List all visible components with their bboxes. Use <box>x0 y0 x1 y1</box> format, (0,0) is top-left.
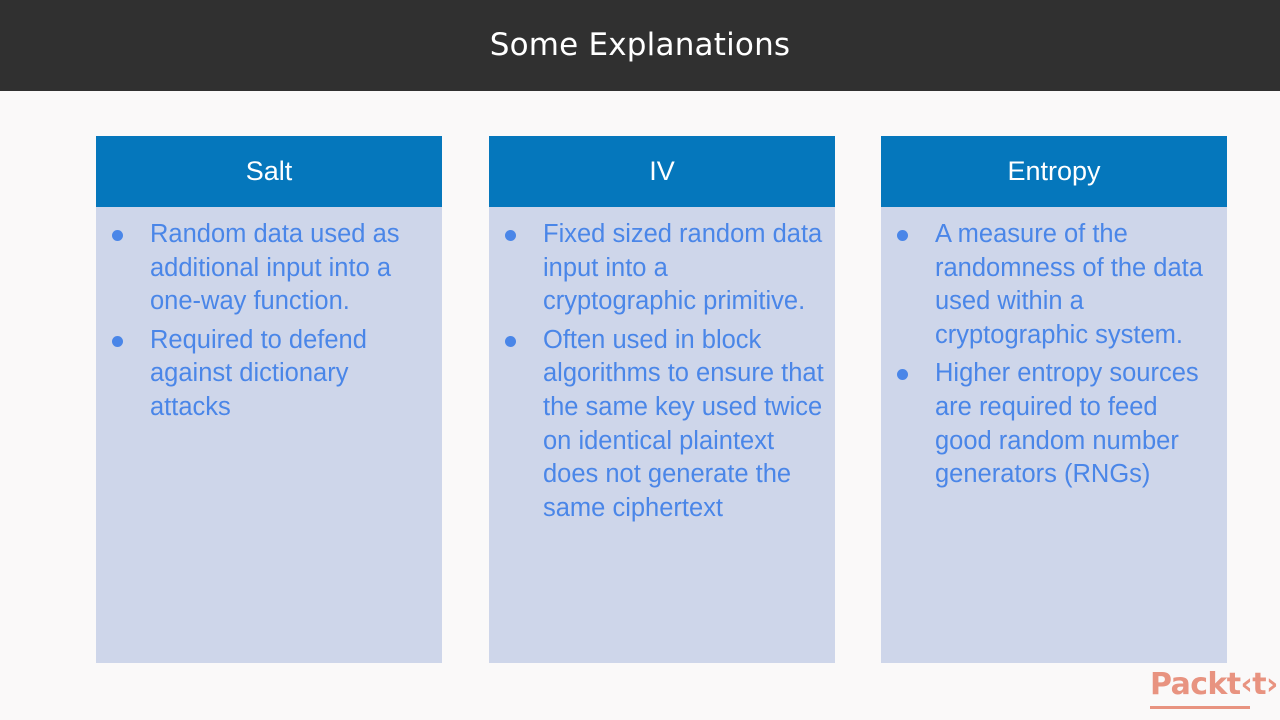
list-item: Often used in block algorithms to ensure… <box>489 324 827 526</box>
list-item-text: Higher entropy sources are required to f… <box>935 359 1199 489</box>
bullet-dot-icon <box>112 230 123 241</box>
slide-title-bar: Some Explanations <box>0 0 1280 91</box>
packt-logo: Packt‹t› <box>1150 670 1278 712</box>
list-item: Fixed sized random data input into a cry… <box>489 218 827 319</box>
list-item-text: Random data used as additional input int… <box>150 220 400 316</box>
concept-card-entropy: Entropy A measure of the randomness of t… <box>881 136 1227 663</box>
list-item: Random data used as additional input int… <box>96 218 434 319</box>
card-body-salt: Random data used as additional input int… <box>96 207 442 425</box>
bullet-dot-icon <box>112 335 123 347</box>
concept-card-salt: Salt Random data used as additional inpu… <box>96 136 442 663</box>
page-title: Some Explanations <box>489 27 791 63</box>
list-item-text: Fixed sized random data input into a cry… <box>543 220 823 316</box>
list-item: Required to defend against dictionary at… <box>96 324 434 425</box>
packt-logo-text: Packt‹t› <box>1150 667 1278 702</box>
bullet-list-entropy: A measure of the randomness of the data … <box>881 218 1219 492</box>
bullet-dot-icon <box>897 230 908 241</box>
card-body-entropy: A measure of the randomness of the data … <box>881 207 1227 492</box>
card-header-entropy: Entropy <box>881 136 1227 207</box>
list-item-text: A measure of the randomness of the data … <box>935 220 1203 349</box>
packt-logo-underline <box>1150 706 1250 709</box>
concept-card-iv: IV Fixed sized random data input into a … <box>489 136 835 663</box>
card-title-entropy: Entropy <box>1007 156 1101 186</box>
list-item: A measure of the randomness of the data … <box>881 218 1219 352</box>
card-title-salt: Salt <box>245 156 293 186</box>
card-header-iv: IV <box>489 136 835 207</box>
bullet-list-salt: Random data used as additional input int… <box>96 218 434 425</box>
bullet-list-iv: Fixed sized random data input into a cry… <box>489 218 827 525</box>
card-body-iv: Fixed sized random data input into a cry… <box>489 207 835 525</box>
card-title-iv: IV <box>649 156 675 186</box>
bullet-dot-icon <box>505 230 516 241</box>
list-item: Higher entropy sources are required to f… <box>881 357 1219 491</box>
slide-content-area: Salt Random data used as additional inpu… <box>0 91 1280 720</box>
list-item-text: Often used in block algorithms to ensure… <box>543 325 824 522</box>
bullet-dot-icon <box>897 369 908 381</box>
list-item-text: Required to defend against dictionary at… <box>150 325 367 421</box>
card-header-salt: Salt <box>96 136 442 207</box>
bullet-dot-icon <box>505 335 516 347</box>
